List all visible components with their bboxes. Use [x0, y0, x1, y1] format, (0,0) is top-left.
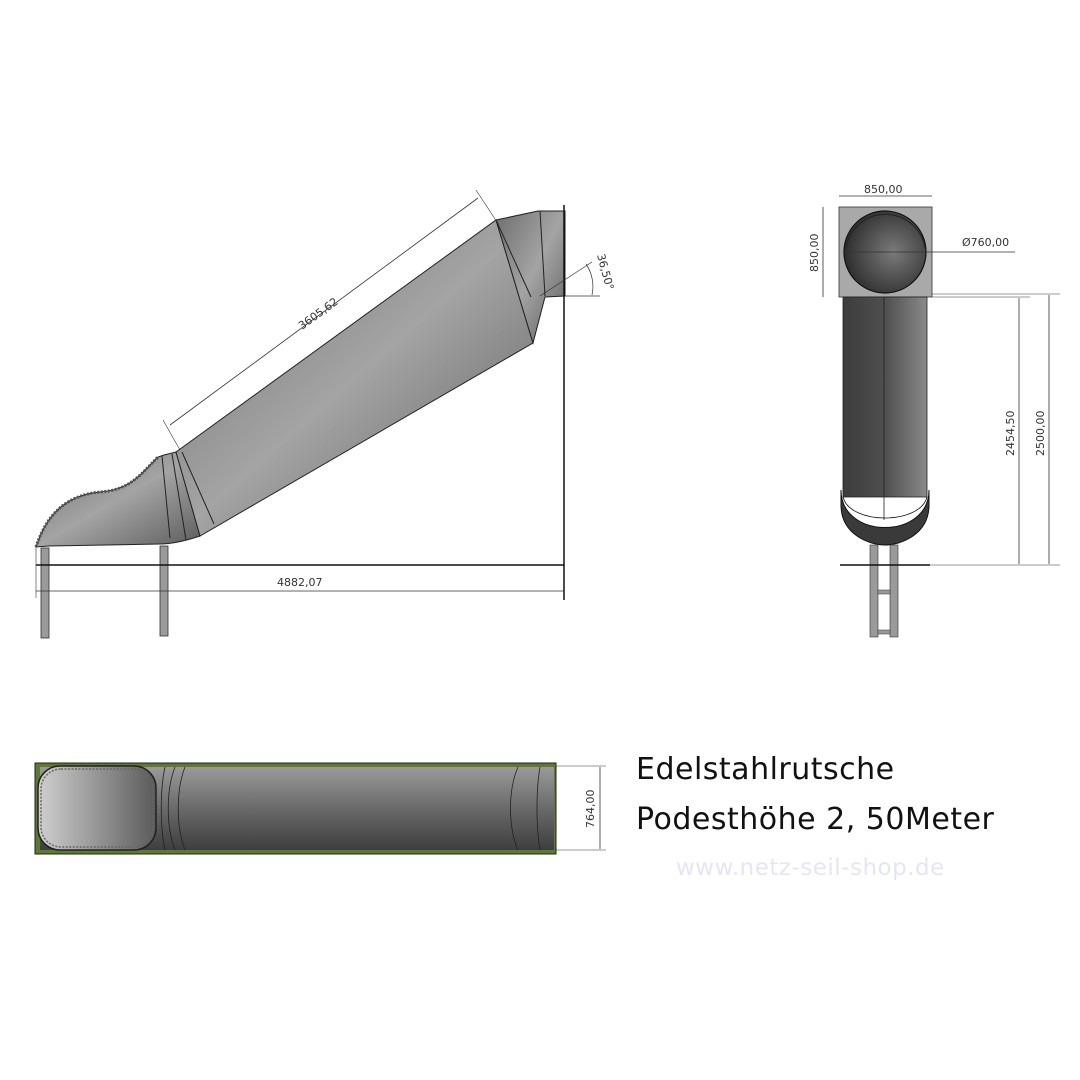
side-view: 3605,62 36,50° 4882,07 [34, 189, 616, 639]
slide-exit-top [37, 765, 157, 851]
dim-angle: 36,50° [594, 252, 616, 291]
caption-title: Edelstahlrutsche [636, 752, 895, 787]
top-view: 764,00 [34, 762, 606, 855]
leg-front [40, 547, 50, 639]
slide-exit-section [35, 451, 201, 548]
dim-inner-height: 2454,50 [1004, 411, 1017, 457]
dim-slide-length: 3605,62 [296, 295, 340, 332]
website-watermark: www.netz-seil-shop.de [676, 855, 945, 881]
dim-flange-height: 850,00 [808, 234, 821, 273]
dim-flange-width: 850,00 [864, 183, 903, 196]
front-view: 850,00 850,00 Ø760,00 2454,50 2500,00 [808, 183, 1060, 638]
dim-platform-height: 2500,00 [1034, 411, 1047, 457]
dim-total-length: 4882,07 [277, 576, 323, 589]
dim-diameter: Ø760,00 [962, 236, 1009, 249]
caption-subtitle: Podesthöhe 2, 50Meter [636, 802, 995, 837]
dim-top-width: 764,00 [584, 790, 597, 829]
slide-main-tube [175, 219, 534, 537]
front-tube [842, 296, 928, 498]
